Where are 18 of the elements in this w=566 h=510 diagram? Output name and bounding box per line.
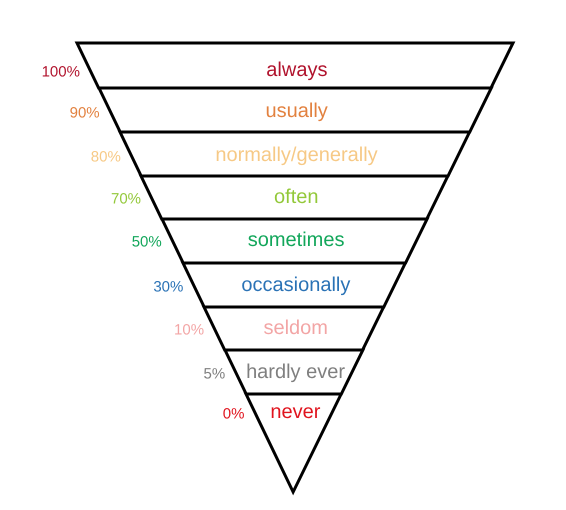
- percentage-label: 0%: [222, 406, 244, 422]
- frequency-word: often: [274, 186, 319, 208]
- percentage-label: 10%: [174, 322, 204, 338]
- frequency-word: never: [270, 401, 320, 423]
- percentage-label: 70%: [111, 190, 142, 208]
- frequency-word: occasionally: [241, 274, 350, 296]
- frequency-word: seldom: [263, 317, 328, 339]
- percentage-label: 90%: [70, 104, 100, 122]
- percentage-label: 5%: [204, 366, 226, 382]
- frequency-word: always: [266, 59, 328, 81]
- frequency-word: normally/generally: [215, 144, 378, 166]
- frequency-word: hardly ever: [246, 361, 345, 383]
- percentage-label: 50%: [132, 234, 162, 250]
- percentage-label: 80%: [90, 148, 121, 166]
- percentage-label: 30%: [153, 278, 184, 296]
- frequency-word: sometimes: [248, 229, 344, 251]
- frequency-word: usually: [266, 100, 328, 122]
- percentage-label: 100%: [42, 64, 80, 80]
